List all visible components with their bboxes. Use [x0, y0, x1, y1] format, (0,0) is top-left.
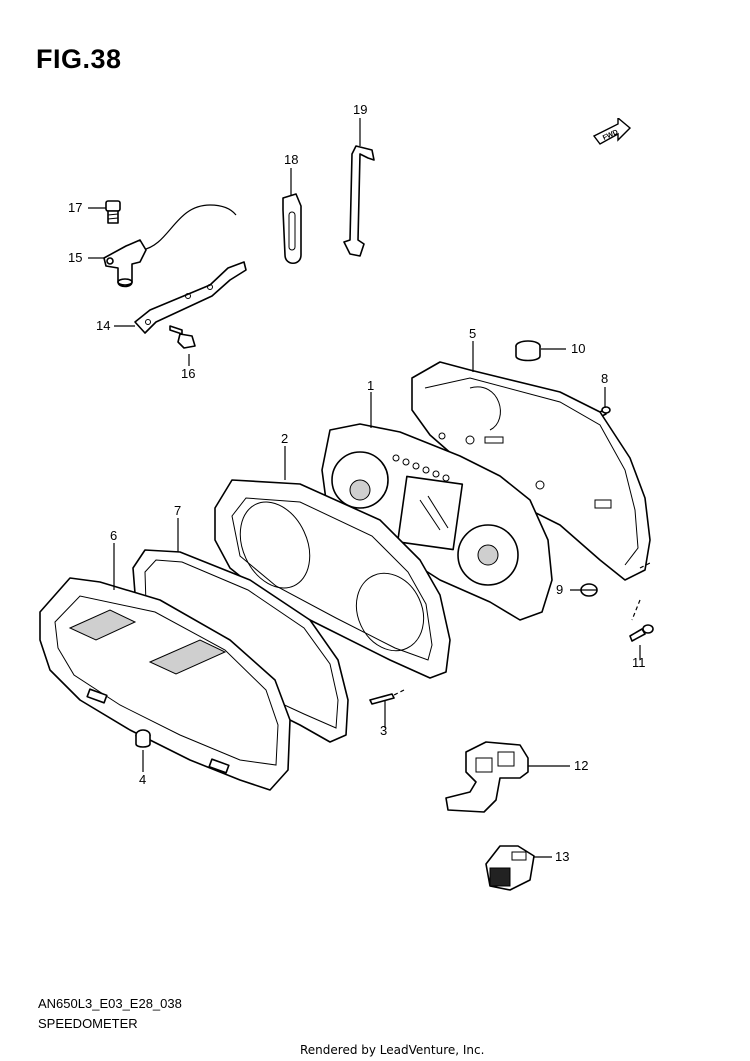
forward-arrow-icon: FWD — [592, 118, 632, 145]
part-19-clip[interactable] — [343, 145, 375, 257]
diagram-code: AN650L3_E03_E28_038 — [38, 996, 182, 1011]
callout-10[interactable]: 10 — [571, 341, 586, 356]
part-13-connector[interactable] — [485, 845, 535, 891]
callout-15[interactable]: 15 — [68, 250, 83, 265]
figure-title: FIG.38 — [36, 44, 122, 74]
callout-1[interactable]: 1 — [367, 378, 375, 393]
callout-17[interactable]: 17 — [68, 200, 83, 215]
part-4-grommet[interactable] — [135, 729, 151, 748]
callout-7[interactable]: 7 — [174, 503, 182, 518]
callout-8[interactable]: 8 — [601, 371, 609, 386]
callout-19[interactable]: 19 — [353, 102, 368, 117]
part-3-pin[interactable] — [369, 693, 395, 705]
callout-2[interactable]: 2 — [281, 431, 289, 446]
callout-9[interactable]: 9 — [556, 582, 564, 597]
part-15-speed-sensor[interactable] — [103, 204, 237, 288]
part-11-screw[interactable] — [629, 624, 654, 642]
callout-12[interactable]: 12 — [574, 758, 589, 773]
part-14-bracket[interactable] — [134, 261, 247, 334]
render-credit: Rendered by LeadVenture, Inc. — [300, 1043, 485, 1057]
callout-3[interactable]: 3 — [380, 723, 388, 738]
callout-13[interactable]: 13 — [555, 849, 570, 864]
part-17-bolt[interactable] — [105, 200, 121, 224]
callout-11[interactable]: 11 — [632, 655, 646, 670]
part-12-bracket[interactable] — [445, 741, 529, 813]
assembly-name: SPEEDOMETER — [38, 1016, 138, 1031]
leader-lines — [88, 118, 653, 858]
callout-16[interactable]: 16 — [181, 366, 196, 381]
callout-4[interactable]: 4 — [139, 772, 147, 787]
part-1-meter-assembly[interactable] — [321, 423, 553, 621]
part-6-lens-cover[interactable] — [39, 577, 291, 791]
callout-6[interactable]: 6 — [110, 528, 118, 543]
part-18-strap[interactable] — [282, 193, 302, 265]
part-10-grommet[interactable] — [515, 340, 541, 362]
callout-18[interactable]: 18 — [284, 152, 299, 167]
part-16-bolt[interactable] — [169, 325, 196, 349]
callout-14[interactable]: 14 — [96, 318, 111, 333]
callout-5[interactable]: 5 — [469, 326, 477, 341]
